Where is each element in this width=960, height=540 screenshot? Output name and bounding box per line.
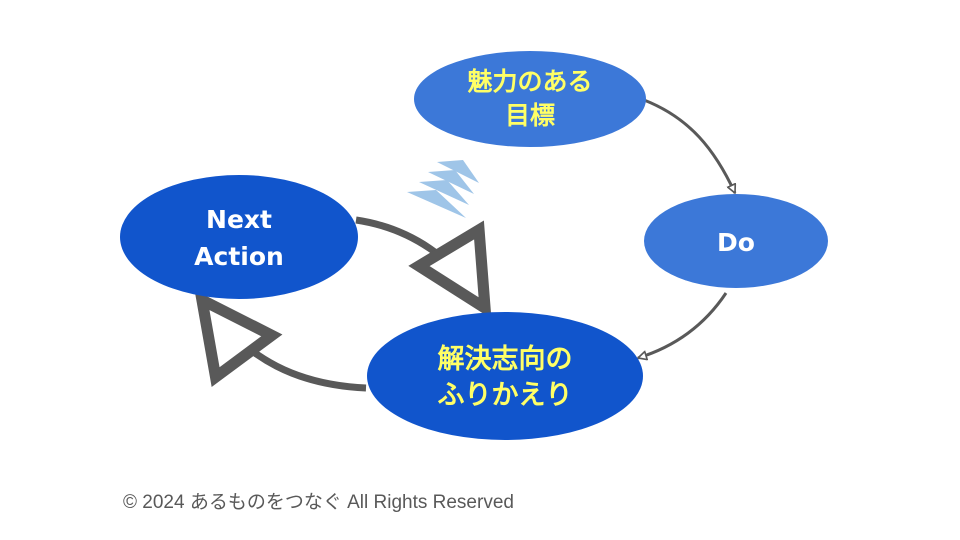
chevron-2 xyxy=(428,170,474,194)
edge-goal-to-do xyxy=(643,98,737,193)
node-next-action-label-line-1: Next xyxy=(206,205,272,234)
node-goal-label-line-2: 目標 xyxy=(505,101,555,130)
node-next-action-shape xyxy=(120,175,358,299)
node-reflection: 解決志向の ふりかえり xyxy=(367,312,643,440)
node-goal-label-line-1: 魅力のある xyxy=(467,67,592,96)
edge-reflection-to-next-action xyxy=(194,289,367,392)
copyright-footer: © 2024 あるものをつなぐ All Rights Reserved xyxy=(123,492,514,513)
node-goal-shape xyxy=(414,51,646,147)
node-reflection-shape xyxy=(367,312,643,440)
chevron-3 xyxy=(419,180,469,205)
node-do-label: Do xyxy=(717,228,755,257)
chevron-1 xyxy=(437,160,479,183)
node-next-action: Next Action xyxy=(120,175,358,299)
node-next-action-label-line-2: Action xyxy=(194,242,284,271)
node-do-shape xyxy=(644,194,828,288)
node-goal: 魅力のある 目標 xyxy=(414,51,646,147)
chevron-stack-icon xyxy=(407,160,479,218)
edge-do-to-reflection xyxy=(638,292,728,358)
node-do: Do xyxy=(644,194,828,288)
chevron-4 xyxy=(407,190,466,218)
node-reflection-label-line-1: 解決志向の xyxy=(438,343,573,375)
node-reflection-label-line-2: ふりかえり xyxy=(438,380,573,411)
edge-next-action-to-reflection xyxy=(355,216,492,319)
